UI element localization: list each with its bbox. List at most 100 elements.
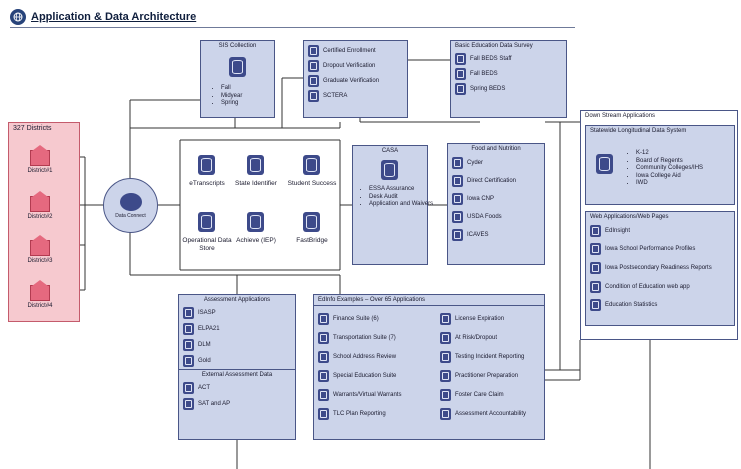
database-icon bbox=[455, 82, 466, 95]
web-title: Web Applications/Web Pages bbox=[590, 214, 669, 220]
food-item: USDA Foods bbox=[448, 208, 544, 226]
slds-title: Statewide Longitudinal Data System bbox=[590, 128, 687, 134]
edinfo-title: EdInfo Examples – Over 65 Applications bbox=[314, 295, 544, 306]
database-icon bbox=[590, 225, 601, 237]
school-icon bbox=[30, 280, 50, 301]
database-icon bbox=[318, 369, 329, 382]
title-divider bbox=[10, 27, 575, 28]
assessment-title: Assessment Applications bbox=[203, 297, 271, 303]
edinfo-item: At Risk/Dropout bbox=[436, 328, 544, 347]
edinfo-panel: EdInfo Examples – Over 65 Applications F… bbox=[313, 294, 545, 440]
edinfo-item: Practitioner Preparation bbox=[436, 366, 544, 385]
verification-item: Certified Enrollment bbox=[304, 43, 407, 58]
casa-bullets: ESSA Assurance Desk Audit Application an… bbox=[357, 186, 435, 209]
database-icon bbox=[318, 388, 329, 401]
database-icon bbox=[381, 160, 398, 180]
casa-bullet: Application and Waivers bbox=[369, 201, 435, 209]
database-icon bbox=[318, 312, 329, 325]
database-icon bbox=[452, 157, 463, 169]
database-icon bbox=[198, 155, 215, 175]
database-icon bbox=[440, 407, 451, 420]
food-item: Cyder bbox=[448, 154, 544, 172]
slds-bullets: K-12 Board of Regents Community Colleges… bbox=[624, 150, 703, 188]
ods-label: Operational Data Store bbox=[182, 237, 232, 252]
edinfo-item: Warrants/Virtual Warrants bbox=[314, 385, 434, 404]
verification-item: SCTERA bbox=[304, 88, 407, 103]
casa-title: CASA bbox=[381, 148, 399, 154]
beds-panel: Basic Education Data Survey Fall BEDS St… bbox=[450, 40, 567, 118]
database-icon bbox=[452, 193, 463, 205]
database-icon bbox=[308, 59, 319, 72]
database-icon bbox=[183, 382, 194, 394]
food-item: ICAVES bbox=[448, 226, 544, 244]
database-icon bbox=[318, 331, 329, 344]
database-icon bbox=[455, 52, 466, 65]
state-identifier-label: State Identifier bbox=[235, 180, 277, 187]
district-label: District#1 bbox=[27, 168, 53, 174]
sis-bullet: Midyear bbox=[221, 93, 242, 101]
database-icon bbox=[440, 350, 451, 363]
cloud-icon bbox=[119, 192, 142, 211]
assessment-panel: Assessment Applications ISASP ELPA21 DLM… bbox=[178, 294, 296, 440]
database-icon bbox=[183, 323, 194, 335]
external-assessment-item: ACT bbox=[179, 380, 295, 396]
assessment-item: ELPA21 bbox=[179, 321, 295, 337]
casa-panel: CASA ESSA Assurance Desk Audit Applicati… bbox=[352, 145, 433, 265]
sis-collection-panel: SIS Collection Fall Midyear Spring bbox=[200, 40, 275, 118]
database-icon bbox=[183, 355, 194, 367]
edinfo-item: TLC Plan Reporting bbox=[314, 404, 434, 423]
external-assessment-title: External Assessment Data bbox=[179, 369, 295, 380]
assessment-item: ISASP bbox=[179, 305, 295, 321]
district-item: District#2 bbox=[20, 191, 60, 220]
edinfo-right-column: License Expiration At Risk/Dropout Testi… bbox=[436, 309, 544, 423]
sis-bullet: Spring bbox=[221, 100, 242, 108]
database-icon bbox=[590, 281, 601, 293]
district-label: District#2 bbox=[27, 214, 53, 220]
edinfo-item: School Address Review bbox=[314, 347, 434, 366]
database-icon bbox=[198, 212, 215, 232]
hub-label: Data Connect bbox=[115, 212, 146, 219]
slds-panel: Statewide Longitudinal Data System K-12 … bbox=[585, 125, 735, 205]
database-icon bbox=[455, 67, 466, 80]
assessment-item: Gold bbox=[179, 353, 295, 369]
external-assessment-item: SAT and AP bbox=[179, 396, 295, 412]
database-icon bbox=[590, 243, 601, 255]
edinfo-item: Transportation Suite (7) bbox=[314, 328, 434, 347]
slds-bullet: Community Colleges/IHS bbox=[636, 165, 703, 173]
assessment-item: DLM bbox=[179, 337, 295, 353]
food-nutrition-panel: Food and Nutrition Cyder Direct Certific… bbox=[447, 143, 545, 265]
district-item: District#4 bbox=[20, 280, 60, 309]
edinfo-left-column: Finance Suite (6) Transportation Suite (… bbox=[314, 309, 434, 423]
database-icon bbox=[183, 398, 194, 410]
school-icon bbox=[30, 235, 50, 256]
district-item: District#1 bbox=[20, 145, 60, 174]
district-label: District#4 bbox=[27, 303, 53, 309]
database-icon bbox=[183, 339, 194, 351]
web-item: EdInsight bbox=[586, 222, 734, 240]
web-item: Education Statistics bbox=[586, 296, 734, 314]
food-item: Iowa CNP bbox=[448, 190, 544, 208]
database-icon bbox=[452, 175, 463, 187]
database-icon bbox=[247, 155, 264, 175]
database-icon bbox=[308, 44, 319, 57]
districts-title: 327 Districts bbox=[13, 125, 52, 132]
edinfo-item: Assessment Accountability bbox=[436, 404, 544, 423]
database-icon bbox=[229, 57, 246, 77]
web-apps-panel: Web Applications/Web Pages EdInsight Iow… bbox=[585, 211, 735, 326]
district-label: District#3 bbox=[27, 258, 53, 264]
school-icon bbox=[30, 191, 50, 212]
database-icon bbox=[303, 212, 320, 232]
slds-bullet: IWD bbox=[636, 180, 703, 188]
casa-bullet: ESSA Assurance bbox=[369, 186, 435, 194]
database-icon bbox=[440, 388, 451, 401]
database-icon bbox=[440, 312, 451, 325]
database-icon bbox=[308, 89, 319, 102]
beds-title: Basic Education Data Survey bbox=[455, 43, 533, 49]
web-item: Iowa School Performance Profiles bbox=[586, 240, 734, 258]
downstream-title: Down Stream Applications bbox=[585, 113, 656, 119]
verification-item: Graduate Verification bbox=[304, 73, 407, 88]
database-icon bbox=[452, 229, 463, 241]
student-success-label: Student Success bbox=[287, 180, 337, 187]
slds-bullet: Board of Regents bbox=[636, 158, 703, 166]
database-icon bbox=[318, 407, 329, 420]
